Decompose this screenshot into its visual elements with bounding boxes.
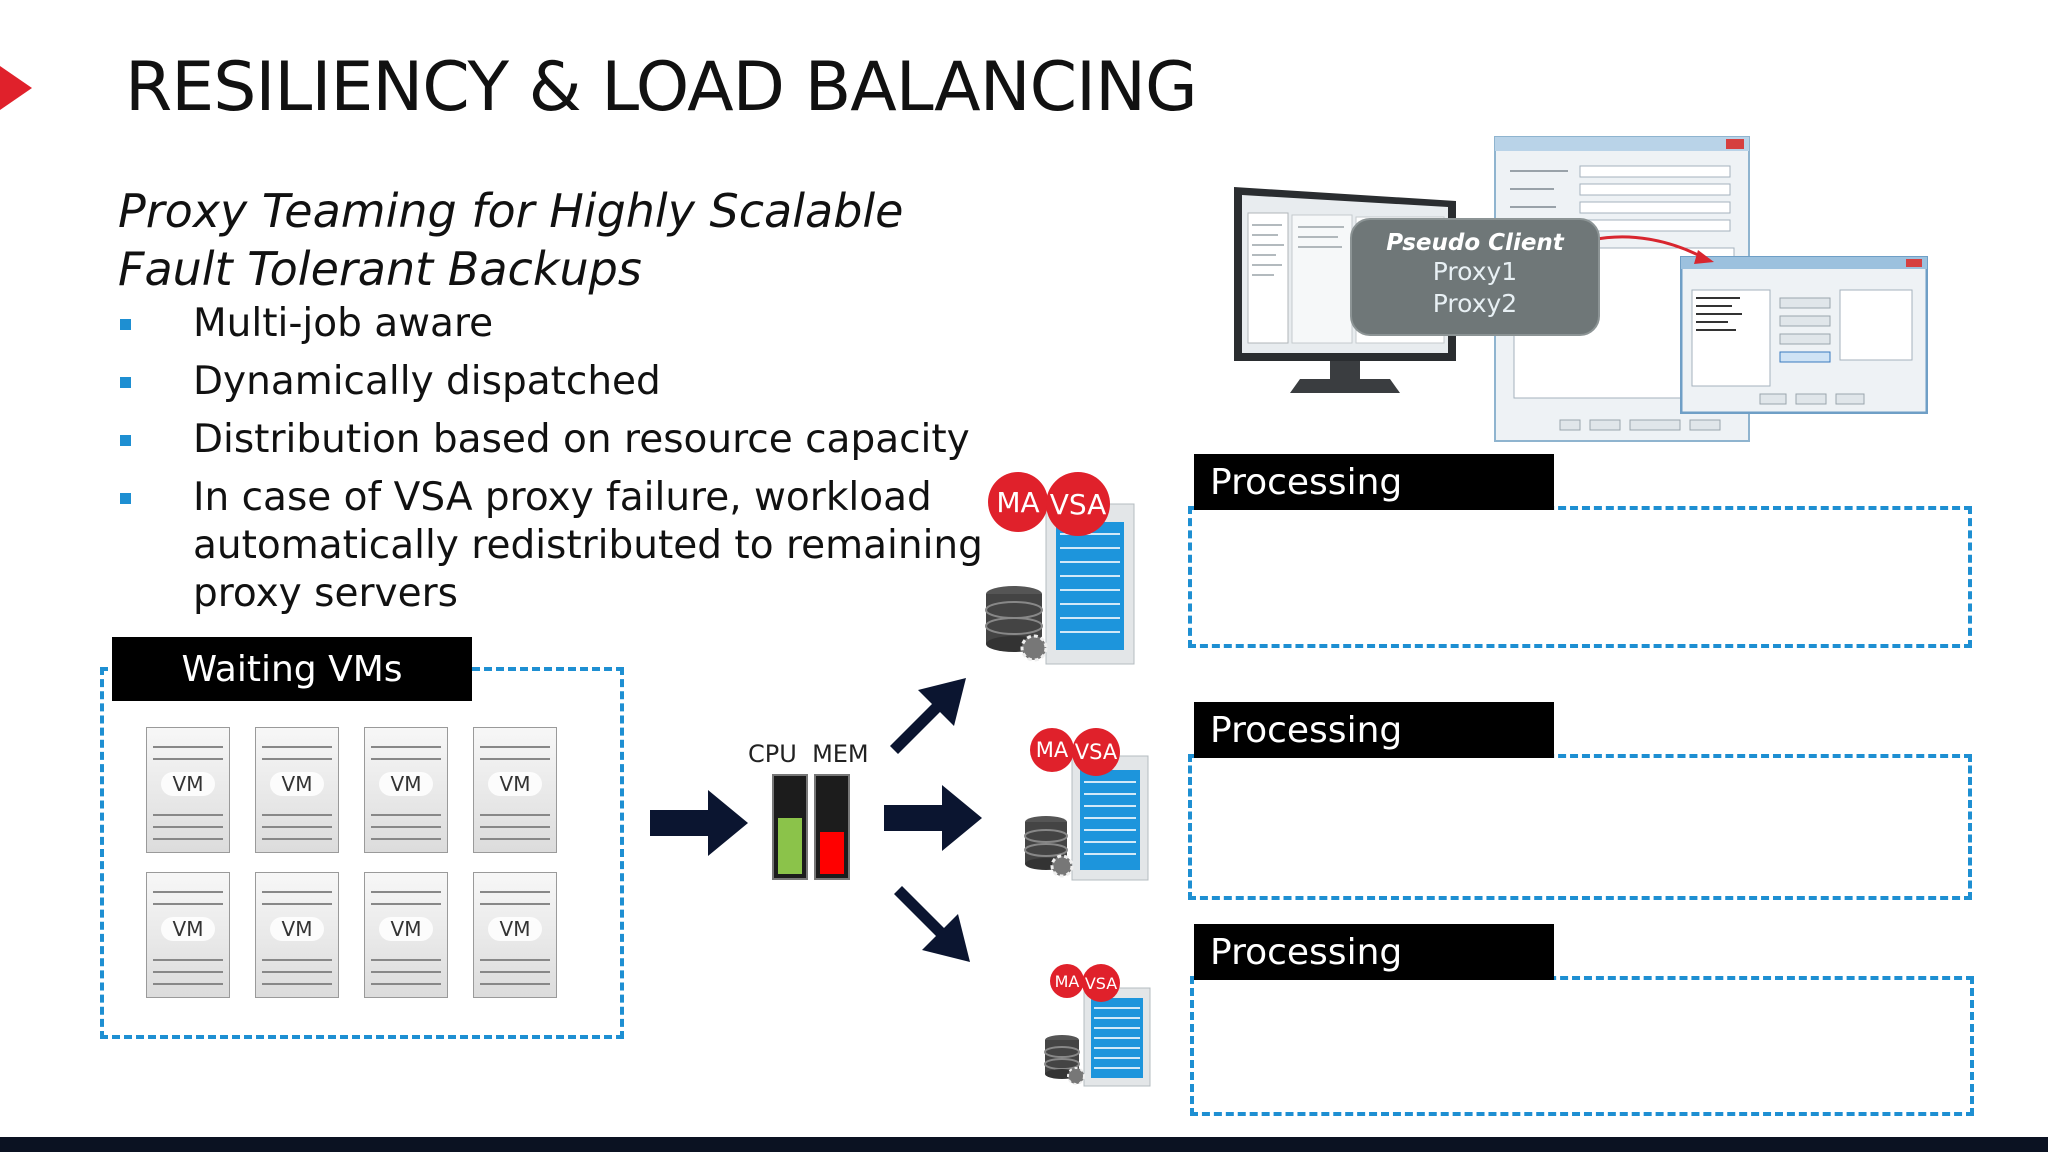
slide-marker-arrow-icon [0, 66, 32, 110]
vm-label: VM [379, 917, 433, 941]
dispatch-arrow-down-icon [884, 878, 974, 968]
proxy-server-2: MA VSA [1024, 726, 1154, 882]
dispatch-arrow-right-icon [884, 785, 984, 851]
cpu-meter-fill [778, 818, 802, 874]
processing-label-3: Processing [1194, 924, 1554, 980]
vm-icon: VM [473, 727, 557, 853]
pseudo-client-callout: Pseudo Client Proxy1 Proxy2 [1350, 218, 1600, 336]
bullet-square-icon [120, 319, 131, 330]
vsa-badge: VSA [1046, 472, 1110, 536]
bullet-item: Distribution based on resource capacity [118, 416, 1018, 464]
ma-badge-text: MA [996, 485, 1040, 519]
bullet-text: In case of VSA proxy failure, workload a… [193, 475, 983, 616]
processing-lane-1 [1188, 506, 1972, 648]
vm-label: VM [161, 917, 215, 941]
mem-meter-fill [820, 832, 844, 874]
processing-label-text: Processing [1210, 931, 1403, 973]
vm-icon: VM [255, 727, 339, 853]
slide-subtitle: Proxy Teaming for Highly Scalable Fault … [118, 184, 904, 296]
server-rack-icon [1024, 755, 1149, 881]
bullet-item: In case of VSA proxy failure, workload a… [118, 474, 1018, 618]
vm-label: VM [161, 772, 215, 796]
vsa-badge-text: VSA [1084, 973, 1118, 993]
pseudo-client-heading: Pseudo Client [1386, 230, 1564, 256]
bullet-square-icon [120, 493, 131, 504]
ma-badge: MA [1050, 964, 1084, 998]
mem-meter [814, 774, 850, 880]
vm-icon: VM [255, 872, 339, 998]
processing-label-text: Processing [1210, 461, 1403, 503]
proxy-server-1: MA VSA [984, 468, 1154, 668]
bullet-item: Multi-job aware [118, 300, 1018, 348]
slide-title: RESILIENCY & LOAD BALANCING [125, 48, 1198, 127]
vm-icon: VM [364, 872, 448, 998]
bullet-text: Distribution based on resource capacity [193, 417, 970, 462]
pseudo-client-member: Proxy1 [1432, 257, 1518, 286]
processing-label-text: Processing [1210, 709, 1403, 751]
select-clients-dialog-icon [1679, 255, 1929, 415]
proxy-server-3: MA VSA [1044, 962, 1154, 1088]
link-curve-arrow-icon [1590, 230, 1720, 270]
mem-label: MEM [812, 740, 869, 768]
server-rack-icon [1044, 987, 1151, 1087]
waiting-vms-label-text: Waiting VMs [181, 648, 403, 690]
vsa-badge-text: VSA [1049, 487, 1107, 521]
resource-meter [772, 774, 852, 880]
cpu-meter [772, 774, 808, 880]
ma-badge: MA [988, 472, 1048, 532]
vsa-badge: VSA [1082, 964, 1120, 1002]
bullet-text: Dynamically dispatched [193, 359, 661, 404]
vm-label: VM [488, 917, 542, 941]
vm-grid: VM VM VM VM VM VM VM VM [146, 727, 566, 999]
vsa-badge-text: VSA [1074, 740, 1118, 764]
vm-icon: VM [473, 872, 557, 998]
vm-label: VM [379, 772, 433, 796]
bullet-square-icon [120, 435, 131, 446]
waiting-vms-label: Waiting VMs [112, 637, 472, 701]
pseudo-client-member: Proxy2 [1432, 289, 1518, 318]
vm-icon: VM [146, 727, 230, 853]
dispatch-arrow-icon [650, 790, 750, 856]
resource-labels: CPU MEM [748, 740, 869, 768]
vsa-badge: VSA [1072, 728, 1120, 776]
footer-bar [0, 1137, 2048, 1152]
vm-label: VM [488, 772, 542, 796]
bullet-list: Multi-job aware Dynamically dispatched D… [118, 300, 1018, 628]
processing-label-1: Processing [1194, 454, 1554, 510]
ma-badge-text: MA [1035, 738, 1069, 762]
bullet-square-icon [120, 377, 131, 388]
vm-label: VM [270, 917, 324, 941]
processing-lane-2 [1188, 754, 1972, 900]
vm-icon: VM [364, 727, 448, 853]
vm-icon: VM [146, 872, 230, 998]
dispatch-arrow-up-icon [880, 672, 970, 762]
bullet-text: Multi-job aware [193, 301, 494, 346]
ma-badge: MA [1030, 728, 1074, 772]
ma-badge-text: MA [1054, 971, 1080, 991]
cpu-label: CPU [748, 740, 797, 768]
vm-label: VM [270, 772, 324, 796]
processing-lane-3 [1190, 976, 1974, 1116]
bullet-item: Dynamically dispatched [118, 358, 1018, 406]
processing-label-2: Processing [1194, 702, 1554, 758]
